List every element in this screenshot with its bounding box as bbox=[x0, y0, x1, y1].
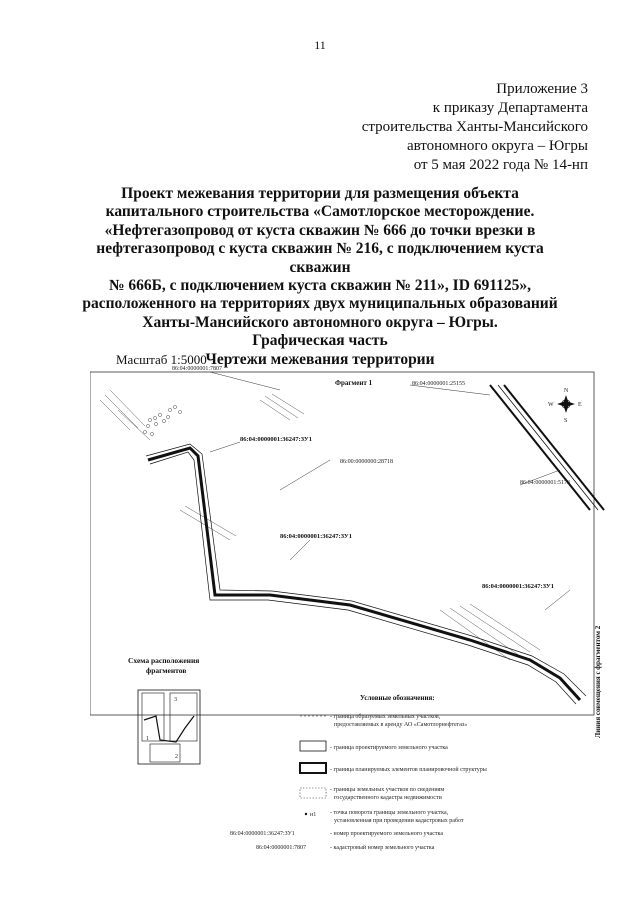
legend-cadastral-number-sample: 86:04:0000001:7807 bbox=[256, 845, 306, 851]
appendix-line: строительства Ханты-Мансийского bbox=[361, 119, 588, 135]
cadastral-leaders bbox=[209, 371, 571, 611]
cadastral-label: 86:00:0000000:28718 bbox=[340, 459, 393, 465]
alignment-line-label: Линия совмещения с фрагментом 2 bbox=[594, 625, 602, 738]
scheme-frame bbox=[137, 689, 201, 765]
title-line: Проект межевания территории для размещен… bbox=[121, 185, 519, 202]
title-line: расположенного на территориях двух муниц… bbox=[82, 295, 558, 313]
legend-item: - точка поворота границы земельного учас… bbox=[330, 810, 449, 816]
legend-item: - границы земельных участков по сведения… bbox=[330, 787, 444, 793]
pipeline-corridor bbox=[145, 443, 587, 705]
legend-item: предоставляемых в аренду АО «Самотлорнеф… bbox=[334, 721, 467, 728]
legend-item: - граница планируемых элементов планиров… bbox=[330, 766, 487, 773]
scheme-label: 1 bbox=[146, 736, 149, 742]
cadastral-map: 86:04:0000001:7807 86:04:0000001:25155 8… bbox=[90, 366, 605, 851]
fragment-label: Фрагмент 1 bbox=[335, 379, 373, 387]
terrain-hatching bbox=[99, 389, 541, 661]
legend-item: - кадастровый номер земельного участка bbox=[330, 844, 435, 851]
title-line: Графическая часть bbox=[252, 332, 388, 350]
page-number: 11 bbox=[314, 38, 326, 52]
legend: Условные обозначения: - граница образуем… bbox=[230, 694, 487, 851]
project-plot-label: 86:04:0000001:36247:ЗУ1 bbox=[240, 436, 312, 443]
title-line: «Нефтегазопровод от куста скважин № 666 … bbox=[104, 221, 536, 239]
scale-label: Масштаб 1:5000 bbox=[116, 352, 207, 367]
legend-item: - граница образуемых земельных участков, bbox=[330, 713, 441, 720]
map-frame bbox=[90, 371, 595, 716]
legend-point-sample: н1 bbox=[310, 812, 316, 818]
tree-markers bbox=[143, 405, 182, 436]
scheme-fragment-1 bbox=[141, 692, 165, 742]
title-line: Ханты-Мансийского автономного округа – Ю… bbox=[142, 313, 498, 331]
legend-item: - граница проектируемого земельного учас… bbox=[330, 745, 448, 751]
appendix-line: к приказу Департамента bbox=[432, 100, 588, 116]
legend-header: Условные обозначения: bbox=[360, 694, 435, 702]
title-line: Чертежи межевания территории bbox=[205, 350, 435, 368]
title-line: капитального строительства «Самотлорское… bbox=[105, 203, 535, 221]
road-lines bbox=[489, 384, 605, 511]
cadastral-label: 86:04:0000001:5173 bbox=[520, 480, 570, 486]
appendix-line: автономного округа – Югры bbox=[406, 138, 588, 154]
appendix-line: от 5 мая 2022 года № 14-нп bbox=[413, 157, 588, 173]
compass-n: N bbox=[564, 388, 569, 394]
scheme-fragment-3 bbox=[169, 692, 198, 742]
project-plot-label: 86:04:0000001:36247:ЗУ1 bbox=[280, 533, 352, 540]
scheme-fragment-2 bbox=[149, 743, 181, 763]
legend-project-number-sample: 86:04:0000001:36247:ЗУ1 bbox=[230, 831, 295, 837]
document-title: Проект межевания территории для размещен… bbox=[70, 185, 570, 369]
compass-e: E bbox=[578, 402, 582, 408]
compass-icon: N S W E bbox=[548, 388, 582, 424]
appendix-line: Приложение 3 bbox=[496, 81, 588, 97]
title-line: № 666Б, с подключением куста скважин № 2… bbox=[108, 277, 532, 295]
cadastral-label: 86:04:0000001:25155 bbox=[412, 381, 465, 387]
legend-item: государственного кадастра недвижимости bbox=[334, 795, 443, 801]
legend-item: - номер проектируемого земельного участк… bbox=[330, 831, 443, 837]
cadastral-label: 86:04:0000001:7807 bbox=[172, 366, 222, 372]
project-plot-label: 86:04:0000001:36247:ЗУ1 bbox=[482, 583, 554, 590]
compass-w: W bbox=[548, 402, 554, 408]
scheme-title: Схема расположения bbox=[128, 656, 199, 665]
location-scheme: Схема расположения фрагментов 1 2 3 bbox=[128, 656, 201, 765]
scheme-title: фрагментов bbox=[146, 666, 186, 675]
legend-item: установленная при проведении кадастровых… bbox=[334, 817, 464, 824]
appendix-block: Приложение 3 к приказу Департамента стро… bbox=[362, 80, 588, 175]
title-line: нефтегазопровод с куста скважин № 216, с… bbox=[96, 240, 544, 276]
scheme-label: 3 bbox=[174, 697, 177, 703]
scheme-label: 2 bbox=[175, 754, 178, 760]
compass-s: S bbox=[564, 418, 567, 424]
